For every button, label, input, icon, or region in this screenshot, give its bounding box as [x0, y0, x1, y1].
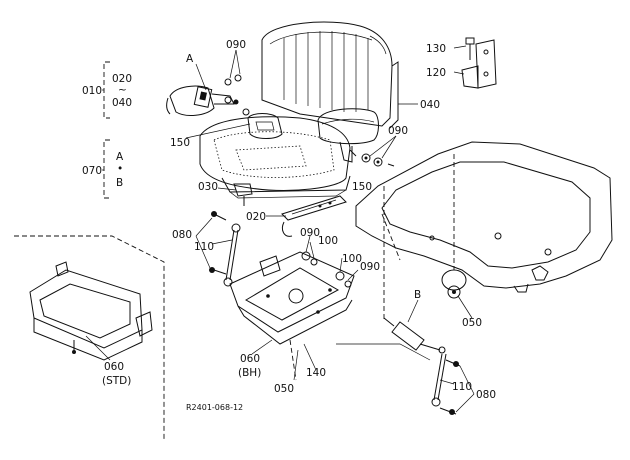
label-090-mid: 090 [300, 227, 320, 239]
bolts-080-right [439, 359, 461, 415]
label-080-left: 080 [172, 229, 192, 241]
label-070: 070 [82, 165, 102, 177]
bolt-130 [465, 37, 475, 60]
label-std: (STD) [102, 375, 131, 387]
dashed-leaders [289, 186, 431, 381]
group-bracket-010 [102, 61, 110, 119]
lever-030 [233, 183, 253, 206]
label-020-top: 020 [112, 73, 132, 85]
label-030: 030 [198, 181, 218, 193]
label-060-std: 060 [104, 361, 124, 373]
reference-code: R2401-068-12 [186, 403, 243, 412]
seat-back [261, 21, 399, 129]
label-150-left: 150 [170, 137, 190, 149]
label-120: 120 [426, 67, 446, 79]
group-bracket-070 [102, 139, 110, 199]
label-010: 010 [82, 85, 102, 97]
platform-fender [355, 141, 613, 293]
label-090-right: 090 [388, 125, 408, 137]
label-040-right: 040 [420, 99, 440, 111]
slide-rail-020 [281, 195, 347, 237]
label-variant-b: B [116, 177, 123, 189]
bolts-080-left [209, 211, 227, 275]
label-variant-a: A [116, 151, 124, 163]
label-050-bottom: 050 [274, 383, 294, 395]
label-050-right: 050 [462, 317, 482, 329]
label-110-right: 110 [452, 381, 472, 393]
damper-cylinder-b [383, 317, 446, 354]
label-a: A [186, 53, 194, 65]
bolts-090-right [349, 149, 395, 167]
belt-buckle [247, 113, 283, 139]
seat-belt [166, 85, 239, 116]
link-rod-110-left [223, 223, 241, 287]
suspension-frame-bh [229, 251, 355, 345]
label-090-top: 090 [226, 39, 246, 51]
label-060-bh: 060 [240, 353, 260, 365]
label-020-mid: 020 [246, 211, 266, 223]
label-140: 140 [306, 367, 326, 379]
label-bullet: • [117, 163, 123, 175]
std-frame-region [14, 235, 165, 440]
washers-090-top [224, 74, 250, 116]
armrest [317, 108, 379, 163]
label-100-a: 100 [318, 235, 338, 247]
bracket-120 [461, 39, 497, 89]
label-040-left: 040 [112, 97, 132, 109]
label-110-left: 110 [194, 241, 214, 253]
label-090-low: 090 [360, 261, 380, 273]
label-b: B [414, 289, 421, 301]
label-leaders [85, 45, 475, 413]
label-130: 130 [426, 43, 446, 55]
label-bh: (BH) [238, 367, 261, 379]
damper-mount-050 [441, 154, 467, 299]
seat-cushion [199, 116, 351, 199]
link-rod-110-right [431, 353, 447, 407]
label-080-right: 080 [476, 389, 496, 401]
label-100-b: 100 [342, 253, 362, 265]
label-tilde: ~ [118, 84, 127, 96]
label-150-right: 150 [352, 181, 372, 193]
